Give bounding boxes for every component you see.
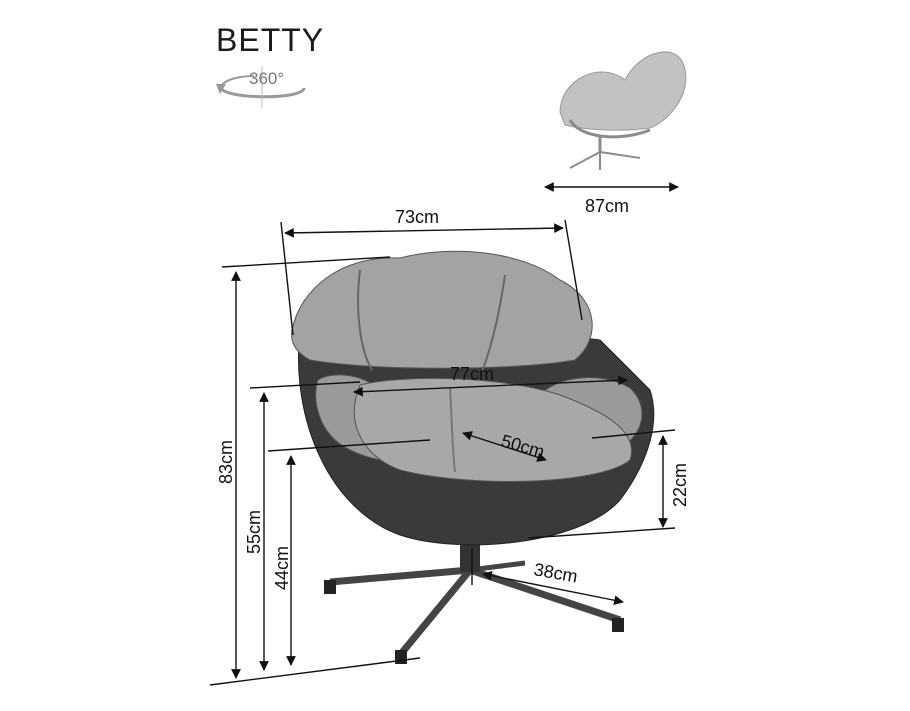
depth-label: 87cm: [585, 196, 629, 216]
rotation-label: 360°: [249, 69, 285, 88]
width-arms-label: 77cm: [450, 364, 494, 384]
product-name: BETTY: [216, 22, 325, 58]
front-view-chair: [291, 250, 655, 664]
seat-height-label: 44cm: [272, 546, 292, 590]
seat-height-top-label: 55cm: [244, 510, 264, 554]
dimension-lines: [209, 219, 676, 686]
base-radius-label: 38cm: [532, 559, 579, 586]
total-height-label: 83cm: [216, 440, 236, 484]
rotation-360-icon: [216, 66, 306, 108]
swivel-base: [324, 540, 624, 664]
width-top-label: 73cm: [395, 207, 439, 227]
armrest-height-label: 22cm: [670, 463, 690, 507]
side-view-chair: [559, 51, 687, 170]
